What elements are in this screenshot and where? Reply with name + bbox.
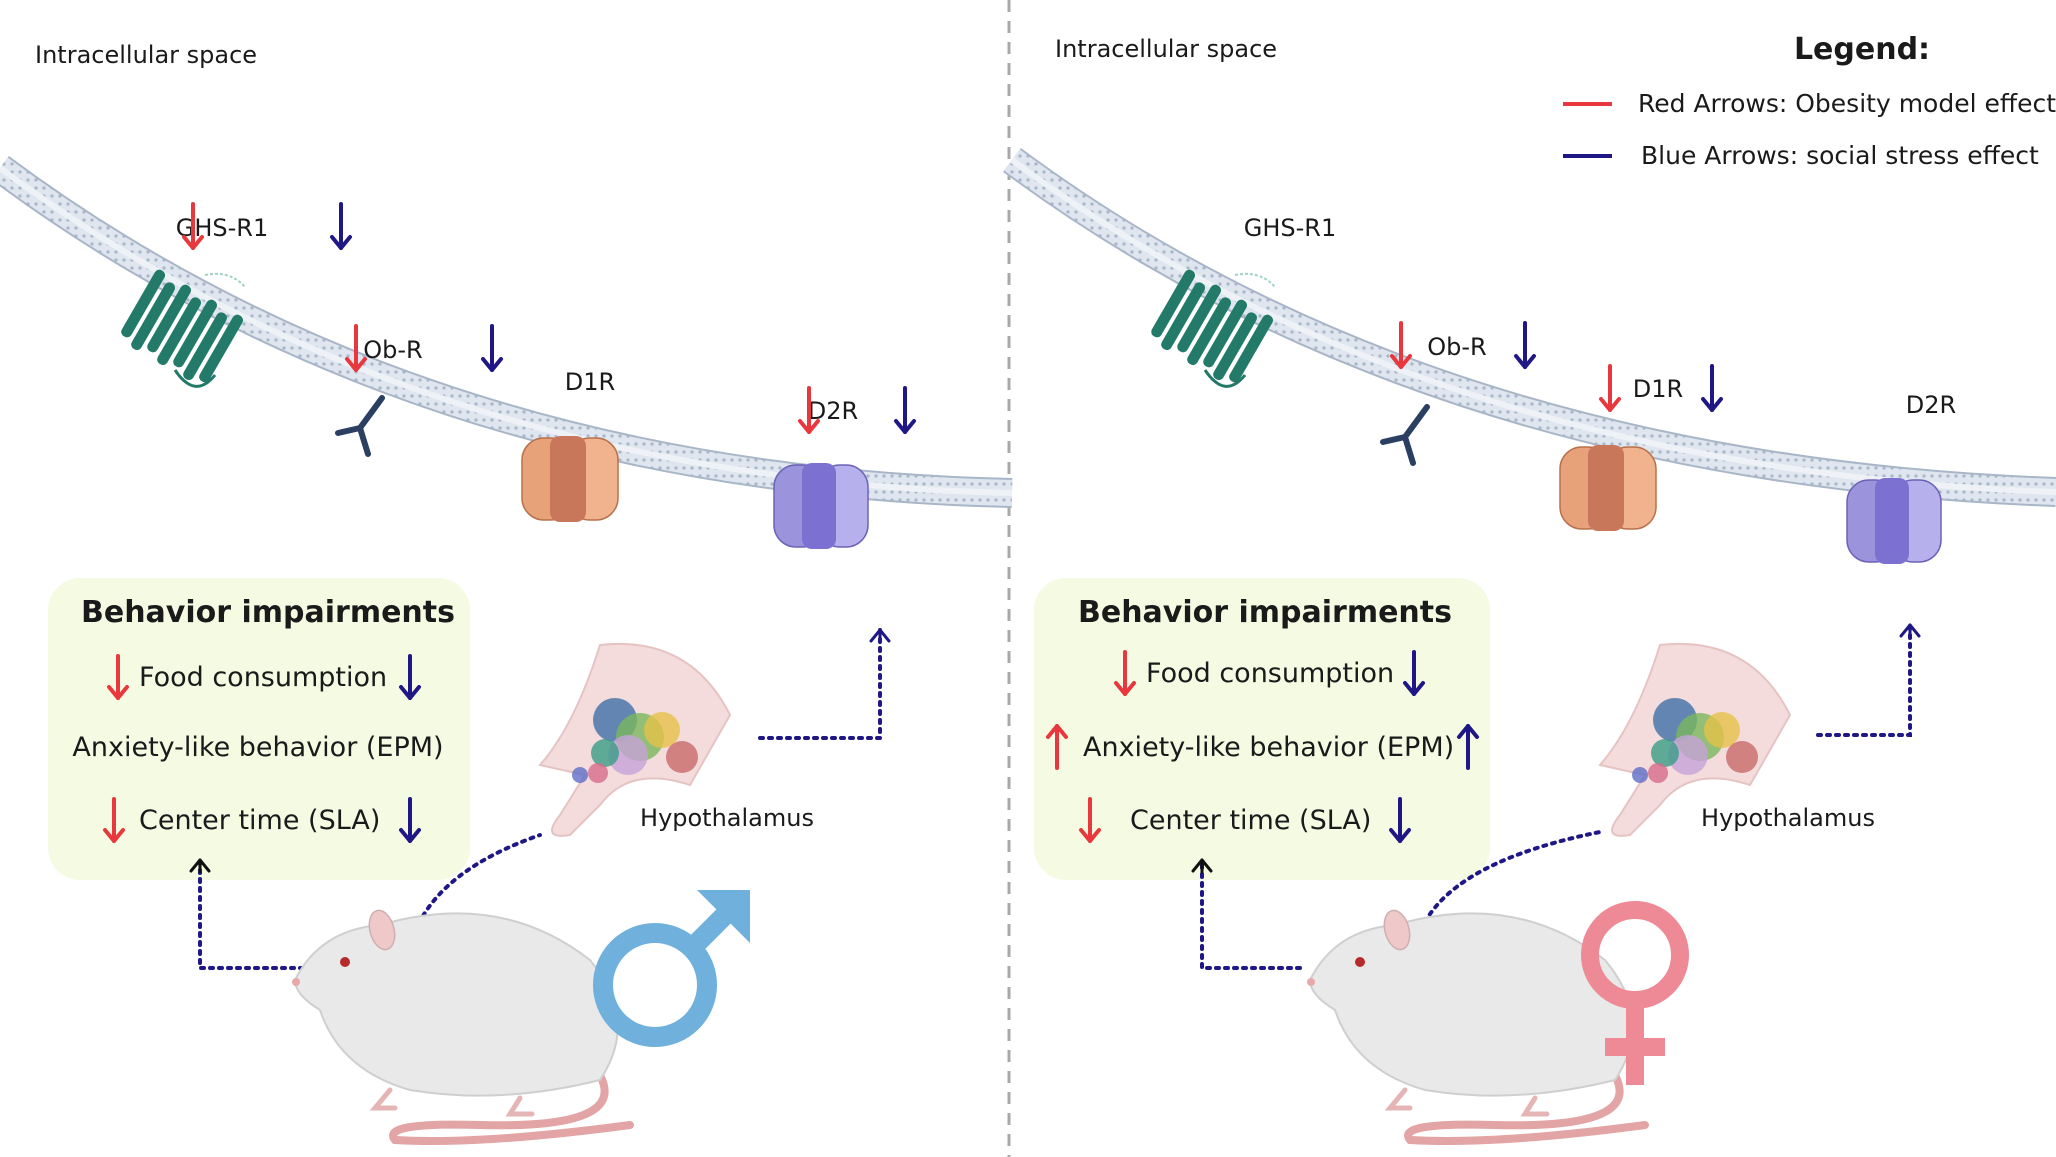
behavior-title: Behavior impairments xyxy=(1078,595,1452,630)
dotted-arrow-head xyxy=(1191,858,1213,874)
behavior-red-arrow xyxy=(103,797,125,843)
dotted-arrow-head xyxy=(1899,623,1921,639)
ob-r-blue-arrow xyxy=(1514,321,1536,369)
behavior-blue-arrow xyxy=(399,654,421,700)
ob-r-label: Ob-R xyxy=(363,336,422,364)
behavior-impairments-box xyxy=(48,578,470,880)
hypothalamus-label: Hypothalamus xyxy=(640,804,814,832)
behavior-item-label: Center time (SLA) xyxy=(139,805,380,836)
legend-title: Legend: xyxy=(1794,32,1930,67)
dotted-arrow-to-membrane xyxy=(1816,623,1912,737)
d1r-label: D1R xyxy=(565,368,615,396)
ob-r-red-arrow xyxy=(345,324,367,372)
dotted-arrow-to-membrane xyxy=(758,628,882,740)
d1r-receptor xyxy=(1559,445,1657,531)
ghs-r1-blue-arrow xyxy=(330,202,352,250)
ghs-r1-receptor xyxy=(121,269,246,388)
behavior-item-label: Food consumption xyxy=(1146,658,1394,689)
d2r-blue-arrow xyxy=(894,386,916,434)
d2r-label: D2R xyxy=(808,397,858,425)
ob-r-red-arrow xyxy=(1390,321,1412,369)
behavior-item-label: Center time (SLA) xyxy=(1130,805,1371,836)
cell-membrane xyxy=(1003,147,2056,507)
dotted-arrow-to-hypothalamus xyxy=(1423,830,1602,924)
rat-illustration xyxy=(292,909,634,1145)
legend-red-label: Red Arrows: Obesity model effect xyxy=(1638,89,2056,118)
hypothalamus-illustration xyxy=(538,642,732,837)
ghs-r1-label: GHS-R1 xyxy=(176,214,268,242)
behavior-red-arrow xyxy=(1079,797,1101,843)
hypothalamus-label: Hypothalamus xyxy=(1701,804,1875,832)
hypothalamus-illustration xyxy=(1598,642,1792,837)
space-label: Intracellular space xyxy=(1055,35,1277,63)
dotted-arrow-to-hypothalamus xyxy=(413,833,542,934)
dotted-arrow-to-behavior xyxy=(1200,858,1302,970)
d2r-red-arrow xyxy=(798,386,820,434)
d2r-receptor xyxy=(1846,478,1942,564)
legend-blue-label: Blue Arrows: social stress effect xyxy=(1641,141,2039,170)
cell-membrane xyxy=(0,155,1013,508)
behavior-red-arrow xyxy=(107,654,129,700)
rat-illustration xyxy=(1307,909,1649,1145)
d2r-label: D2R xyxy=(1906,391,1956,419)
d2r-receptor xyxy=(773,463,869,549)
female-symbol-icon xyxy=(1581,901,1689,1085)
d1r-receptor xyxy=(521,436,619,522)
d1r-red-arrow xyxy=(1599,364,1621,412)
behavior-blue-arrow xyxy=(1457,724,1479,770)
dotted-arrow-head xyxy=(189,858,211,874)
behavior-title: Behavior impairments xyxy=(81,595,455,630)
male-symbol-icon xyxy=(593,890,750,1047)
ob-r-receptor xyxy=(335,395,385,457)
ghs-r1-receptor xyxy=(1151,269,1276,388)
behavior-blue-arrow xyxy=(1389,797,1411,843)
behavior-impairments-box xyxy=(1034,578,1490,880)
legend: Legend: Red Arrows: Obesity model effect… xyxy=(1563,32,2056,170)
d1r-label: D1R xyxy=(1633,375,1683,403)
ghs-r1-label: GHS-R1 xyxy=(1244,214,1336,242)
ob-r-label: Ob-R xyxy=(1427,333,1486,361)
ob-r-blue-arrow xyxy=(481,324,503,372)
behavior-blue-arrow xyxy=(1403,650,1425,696)
behavior-red-arrow xyxy=(1046,724,1068,770)
ghs-r1-red-arrow xyxy=(182,202,204,250)
dotted-arrow-to-behavior xyxy=(198,858,314,970)
behavior-blue-arrow xyxy=(399,797,421,843)
behavior-item-label: Anxiety-like behavior (EPM) xyxy=(72,732,443,763)
d1r-blue-arrow xyxy=(1701,364,1723,412)
dotted-arrow-head xyxy=(869,628,891,644)
behavior-red-arrow xyxy=(1114,650,1136,696)
space-label: Intracellular space xyxy=(35,41,257,69)
behavior-item-label: Food consumption xyxy=(139,662,387,693)
ob-r-receptor xyxy=(1380,404,1430,466)
behavior-item-label: Anxiety-like behavior (EPM) xyxy=(1083,732,1454,763)
